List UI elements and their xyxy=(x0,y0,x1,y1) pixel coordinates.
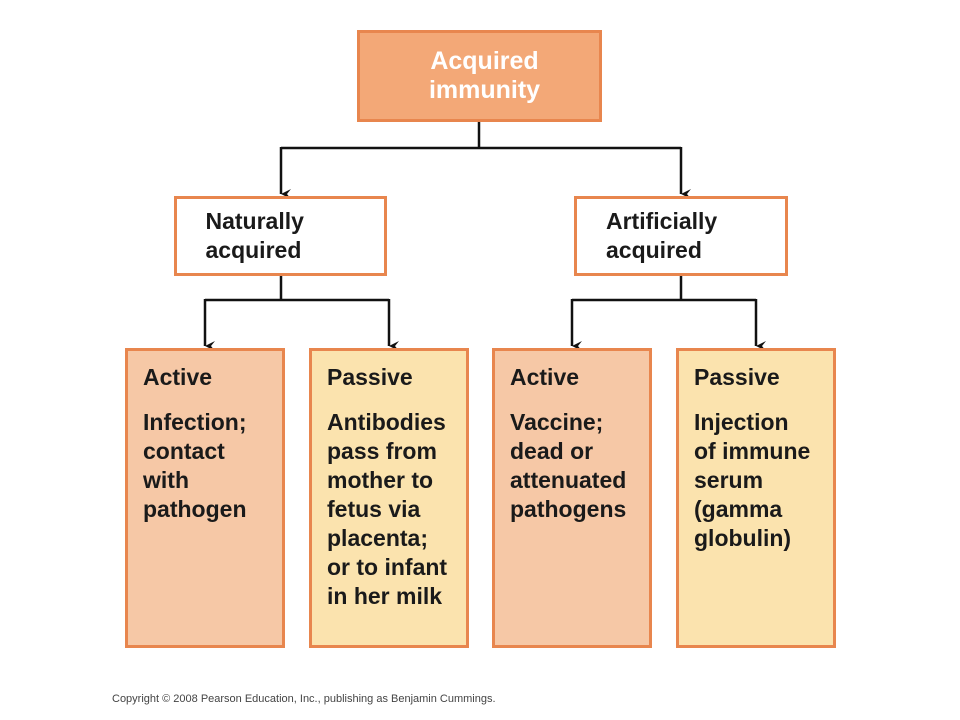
leaf-natural-active: Active Infection; contact with pathogen xyxy=(125,348,285,648)
leaf-description: Antibodies pass from mother to fetus via… xyxy=(327,409,448,609)
leaf-title: Passive xyxy=(327,364,413,390)
artificially-acquired-label: Artificially acquired xyxy=(606,208,718,263)
leaf-artificial-passive: Passive Injection of immune serum (gamma… xyxy=(676,348,836,648)
leaf-title: Passive xyxy=(694,364,780,390)
node-artificially-acquired: Artificially acquired xyxy=(574,196,788,276)
root-label: Acquired immunity xyxy=(428,47,541,104)
leaf-title: Active xyxy=(143,364,213,390)
leaf-description: Infection; contact with pathogen xyxy=(143,409,247,522)
leaf-natural-passive: Passive Antibodies pass from mother to f… xyxy=(309,348,469,648)
node-naturally-acquired: Naturally acquired xyxy=(174,196,387,276)
leaf-description: Vaccine; dead or attenuated pathogens xyxy=(510,409,627,522)
root-node-acquired-immunity: Acquired immunity xyxy=(357,30,602,122)
copyright-notice: Copyright © 2008 Pearson Education, Inc.… xyxy=(112,693,496,705)
leaf-title: Active xyxy=(510,364,580,390)
naturally-acquired-label: Naturally acquired xyxy=(205,208,304,263)
leaf-description: Injection of immune serum (gamma globuli… xyxy=(694,409,811,551)
leaf-artificial-active: Active Vaccine; dead or attenuated patho… xyxy=(492,348,652,648)
